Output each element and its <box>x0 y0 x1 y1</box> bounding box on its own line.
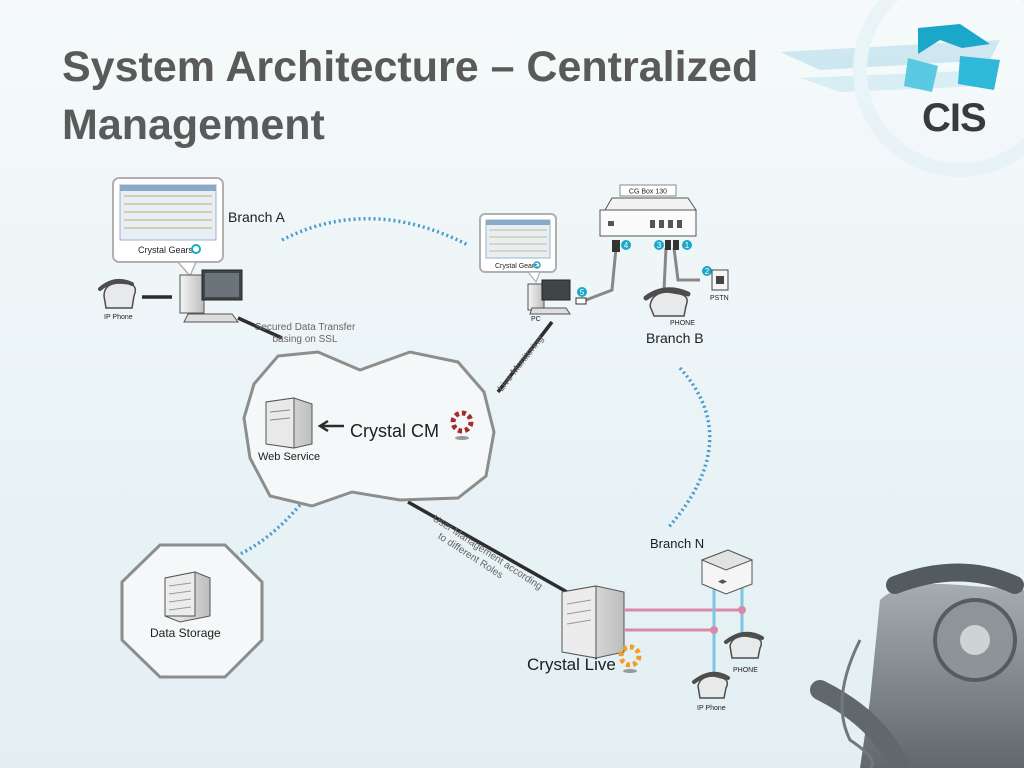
gear-icon <box>533 261 541 269</box>
slide-title: System Architecture – Centralized Manage… <box>62 43 759 149</box>
port-badge-5: 5 <box>580 288 585 297</box>
branch-a-label: Branch A <box>228 209 285 225</box>
pc-label: PC <box>531 316 541 323</box>
port-badge-2: 2 <box>705 267 710 276</box>
branch-b-phone-icon <box>643 287 691 317</box>
port-badge-3: 3 <box>657 241 662 250</box>
crystal-gears-screen-a: Crystal Gears <box>112 177 224 278</box>
branch-n-lines <box>624 582 746 676</box>
port-badges: 4 3 1 2 5 <box>575 240 712 305</box>
data-storage-server-icon <box>164 571 211 623</box>
branch-n-ip-phone-label: IP Phone <box>697 705 726 712</box>
user-management-label: User Management accordingto different Ro… <box>424 513 544 602</box>
arrow-left-icon <box>317 419 344 433</box>
branch-b-phone-label: PHONE <box>670 320 695 327</box>
port-badge-4: 4 <box>624 241 629 250</box>
network-switch-icon: ◂▸ <box>700 549 754 595</box>
pstn-jack-icon <box>711 269 729 291</box>
pstn-label: PSTN <box>710 295 729 302</box>
crystal-gears-caption-b: Crystal Gears <box>495 263 538 270</box>
live-monitoring-label: Live Monitoring <box>496 334 546 394</box>
branch-n-label: Branch N <box>650 536 704 551</box>
solid-links <box>142 295 568 594</box>
branch-n-phone-icon <box>724 631 764 659</box>
logo-swoosh <box>780 0 1024 177</box>
gear-icon <box>191 244 201 254</box>
web-service-label: Web Service <box>258 451 320 463</box>
branch-n-phone-label: PHONE <box>733 667 758 674</box>
ip-phone-label-a: IP Phone <box>104 314 133 321</box>
cis-logo-icon <box>904 24 1000 92</box>
cis-logo-text: CIS <box>922 96 987 140</box>
cg-box-130-device-icon <box>599 197 697 237</box>
crystal-gears-screen-b: Crystal Gears <box>479 213 557 284</box>
branch-b-label: Branch B <box>646 330 704 346</box>
rotary-phone-icon <box>810 563 1024 768</box>
branch-b-pc-icon <box>527 279 571 315</box>
cg-box-label-frame <box>619 184 677 197</box>
crystal-cm-logo-icon <box>450 410 474 440</box>
branch-n-ip-phone-icon <box>692 671 730 699</box>
svg-text:◂▸: ◂▸ <box>718 576 728 586</box>
crystal-cm-cloud <box>242 350 496 508</box>
port-badge-1: 1 <box>685 241 690 250</box>
crystal-live-logo-icon <box>618 644 642 673</box>
data-storage-label: Data Storage <box>150 626 221 640</box>
ip-phone-icon-a <box>98 278 137 309</box>
crystal-live-server-icon <box>561 585 625 659</box>
crystal-gears-caption-a: Crystal Gears <box>138 245 194 255</box>
cg-box-label: CG Box 130 <box>629 189 667 196</box>
crystal-live-label: Crystal Live <box>527 655 616 674</box>
crystal-cm-label: Crystal CM <box>350 421 439 441</box>
web-service-server-icon <box>265 397 313 449</box>
branch-a-pc-icon <box>179 269 243 323</box>
cg-box-cables <box>585 247 700 302</box>
